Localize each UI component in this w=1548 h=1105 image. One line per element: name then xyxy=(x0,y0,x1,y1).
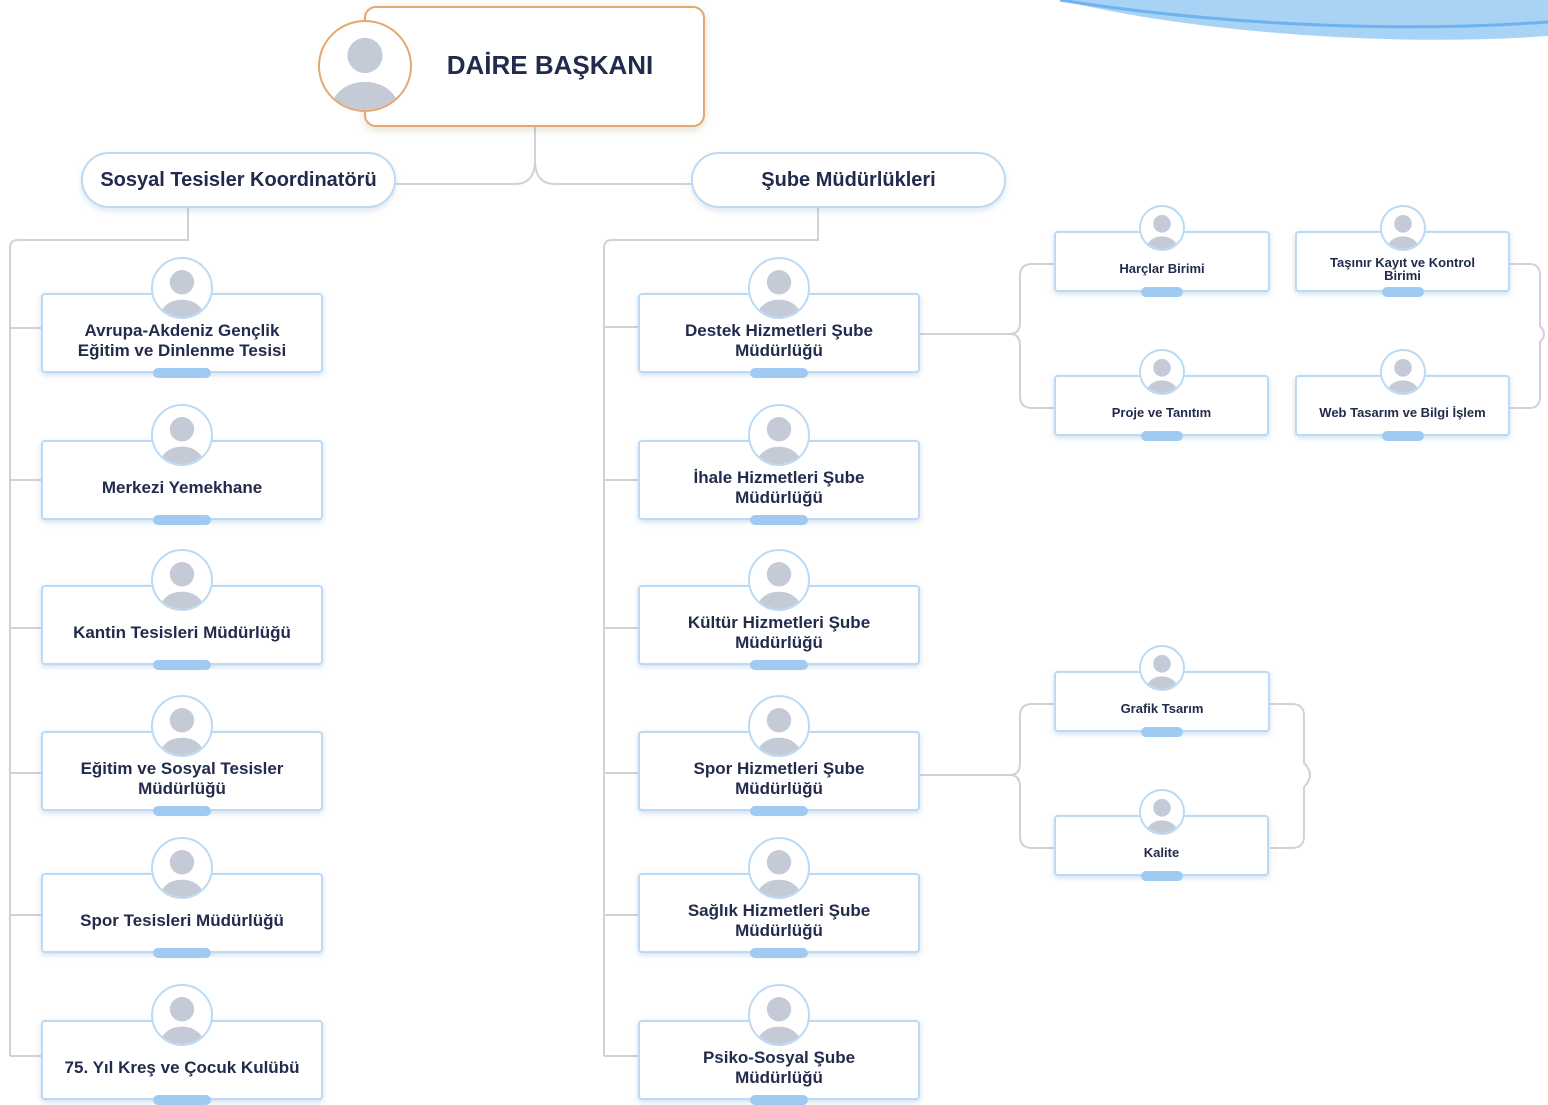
unit-label: Taşınır Kayıt ve Kontrol Birimi xyxy=(1330,254,1475,283)
avatar xyxy=(151,549,213,611)
right-unit-card[interactable]: Sağlık Hizmetleri Şube Müdürlüğü xyxy=(638,837,920,958)
avatar xyxy=(1138,789,1185,835)
card-tab xyxy=(153,660,211,670)
card-tab xyxy=(153,1095,211,1105)
card-tab xyxy=(153,515,211,525)
spor-sub-card[interactable]: Grafik Tsarım xyxy=(1054,645,1270,737)
person-icon xyxy=(1146,214,1178,249)
person-icon xyxy=(1145,358,1178,393)
right-unit-card[interactable]: Psiko-Sosyal Şube Müdürlüğü xyxy=(638,984,920,1105)
unit-label: Psiko-Sosyal Şube Müdürlüğü xyxy=(702,1048,856,1087)
left-unit-card[interactable]: Kantin Tesisleri Müdürlüğü xyxy=(41,549,323,670)
destek-sub-card[interactable]: Harçlar Birimi xyxy=(1054,205,1270,297)
avatar xyxy=(151,404,213,466)
avatar xyxy=(1139,205,1185,251)
head-avatar xyxy=(318,20,412,112)
card-tab xyxy=(750,515,808,525)
unit-label: İhale Hizmetleri Şube Müdürlüğü xyxy=(693,468,865,507)
left-unit-card[interactable]: Merkezi Yemekhane xyxy=(41,404,323,525)
person-icon xyxy=(159,997,205,1044)
avatar xyxy=(748,695,810,757)
person-icon xyxy=(756,417,802,464)
card-tab xyxy=(153,368,211,378)
unit-label: 75. Yıl Kreş ve Çocuk Kulübü xyxy=(64,1058,300,1077)
person-icon xyxy=(159,562,205,609)
card-tab xyxy=(1141,287,1183,297)
right-unit-card[interactable]: Destek Hizmetleri Şube Müdürlüğü xyxy=(638,257,920,378)
unit-label: Spor Tesisleri Müdürlüğü xyxy=(80,911,284,930)
left-unit-card[interactable]: Spor Tesisleri Müdürlüğü xyxy=(41,837,323,958)
unit-label: Web Tasarım ve Bilgi İşlem xyxy=(1319,405,1486,420)
avatar xyxy=(1379,349,1426,395)
unit-label: Sağlık Hizmetleri Şube Müdürlüğü xyxy=(687,901,871,940)
person-icon xyxy=(331,37,399,110)
unit-label: Destek Hizmetleri Şube Müdürlüğü xyxy=(684,321,873,360)
card-tab xyxy=(153,948,211,958)
person-icon xyxy=(159,708,205,755)
person-icon xyxy=(756,270,802,317)
group-left-title[interactable]: Sosyal Tesisler Koordinatörü xyxy=(81,152,396,208)
spor-sub-card[interactable]: Kalite xyxy=(1054,789,1269,881)
person-icon xyxy=(756,562,802,609)
person-icon xyxy=(159,417,205,464)
right-unit-card[interactable]: Spor Hizmetleri Şube Müdürlüğü xyxy=(638,695,920,816)
avatar xyxy=(748,257,810,319)
person-icon xyxy=(1146,654,1178,689)
person-icon xyxy=(756,708,802,755)
card-tab xyxy=(750,660,808,670)
right-unit-card[interactable]: İhale Hizmetleri Şube Müdürlüğü xyxy=(638,404,920,525)
person-icon xyxy=(1386,214,1419,249)
card-tab xyxy=(750,806,808,816)
card-tab xyxy=(1140,431,1183,441)
destek-sub-card[interactable]: Proje ve Tanıtım xyxy=(1054,349,1269,441)
card-tab xyxy=(1140,871,1183,881)
card-tab xyxy=(750,948,808,958)
avatar xyxy=(748,984,810,1046)
avatar xyxy=(748,837,810,899)
card-tab xyxy=(750,1095,808,1105)
avatar xyxy=(748,404,810,466)
person-icon xyxy=(159,270,205,317)
left-unit-card[interactable]: Avrupa-Akdeniz Gençlik Eğitim ve Dinlenm… xyxy=(41,257,323,378)
unit-label: Harçlar Birimi xyxy=(1119,261,1205,276)
unit-label: Kültür Hizmetleri Şube Müdürlüğü xyxy=(687,613,871,652)
unit-label: Kalite xyxy=(1143,845,1180,860)
person-icon xyxy=(159,850,205,897)
avatar xyxy=(1139,645,1185,691)
person-icon xyxy=(756,997,802,1044)
avatar xyxy=(1138,349,1185,395)
card-tab xyxy=(1381,287,1424,297)
right-unit-card[interactable]: Kültür Hizmetleri Şube Müdürlüğü xyxy=(638,549,920,670)
card-tab xyxy=(1381,431,1424,441)
group-right-title[interactable]: Şube Müdürlükleri xyxy=(691,152,1006,208)
head-card[interactable] xyxy=(364,6,705,127)
unit-label: Merkezi Yemekhane xyxy=(101,478,263,497)
unit-label: Spor Hizmetleri Şube Müdürlüğü xyxy=(693,759,865,798)
person-icon xyxy=(1386,358,1419,393)
unit-label: Grafik Tsarım xyxy=(1120,701,1204,716)
left-unit-card[interactable]: Eğitim ve Sosyal Tesisler Müdürlüğü xyxy=(41,695,323,816)
unit-label: Proje ve Tanıtım xyxy=(1111,405,1212,420)
person-icon xyxy=(756,850,802,897)
card-tab xyxy=(153,806,211,816)
decorative-swoosh xyxy=(1059,0,1548,40)
avatar xyxy=(151,984,213,1046)
card-tab xyxy=(1141,727,1183,737)
card-tab xyxy=(750,368,808,378)
destek-sub-card[interactable]: Taşınır Kayıt ve Kontrol Birimi xyxy=(1295,205,1510,297)
avatar xyxy=(1379,205,1426,251)
head-title: DAİRE BAŞKANI xyxy=(446,50,654,80)
unit-label: Eğitim ve Sosyal Tesisler Müdürlüğü xyxy=(80,759,284,798)
unit-label: Kantin Tesisleri Müdürlüğü xyxy=(73,623,291,642)
person-icon xyxy=(1145,798,1178,833)
left-unit-card[interactable]: 75. Yıl Kreş ve Çocuk Kulübü xyxy=(41,984,323,1105)
avatar xyxy=(748,549,810,611)
avatar xyxy=(151,837,213,899)
avatar xyxy=(151,257,213,319)
avatar xyxy=(151,695,213,757)
unit-label: Avrupa-Akdeniz Gençlik Eğitim ve Dinlenm… xyxy=(77,321,287,360)
destek-sub-card[interactable]: Web Tasarım ve Bilgi İşlem xyxy=(1295,349,1510,441)
